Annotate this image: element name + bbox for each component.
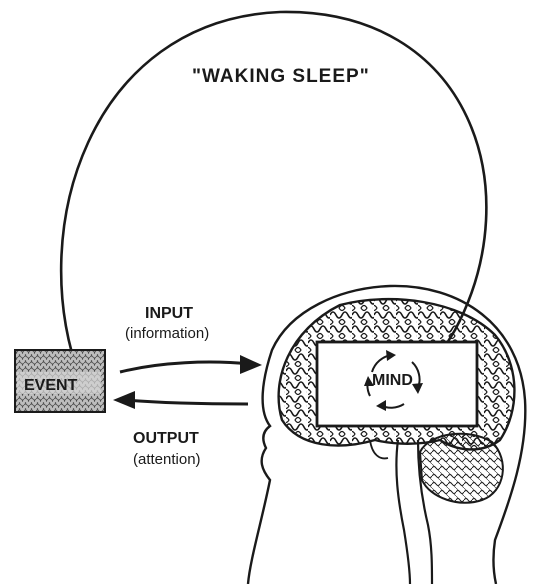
diagram-title: "WAKING SLEEP": [192, 66, 370, 87]
input-arrow: [120, 362, 250, 372]
mind-label: MIND: [372, 372, 413, 389]
output-label: OUTPUT: [133, 430, 199, 447]
input-sublabel: (information): [125, 325, 209, 342]
output-arrow: [125, 400, 248, 404]
event-box: EVENT: [15, 350, 105, 412]
input-arrowhead: [240, 355, 262, 374]
brain-cerebellum: [420, 434, 503, 503]
output-arrowhead: [113, 391, 135, 409]
output-sublabel: (attention): [133, 451, 201, 468]
input-label: INPUT: [145, 305, 193, 322]
event-label: EVENT: [24, 377, 78, 394]
